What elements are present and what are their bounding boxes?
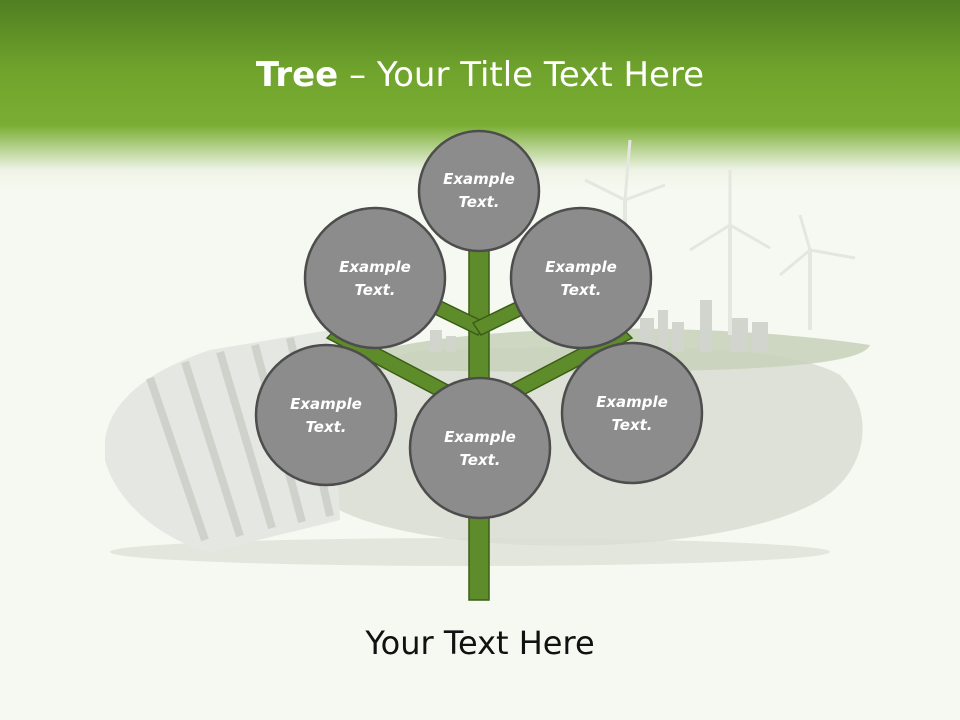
node-upper-left-label: Example Text. — [315, 256, 435, 302]
node-label-line2: Text. — [458, 193, 500, 211]
node-top-label: Example Text. — [419, 168, 539, 214]
node-label-line2: Text. — [560, 281, 602, 299]
node-upper-right-label: Example Text. — [521, 256, 641, 302]
node-label-line1: Example — [443, 170, 515, 188]
node-label-line1: Example — [596, 393, 668, 411]
node-label-line2: Text. — [611, 416, 653, 434]
footer-text: Your Text Here — [365, 624, 595, 662]
node-label-line1: Example — [444, 428, 516, 446]
node-label-line2: Text. — [354, 281, 396, 299]
node-upper-right — [509, 206, 653, 350]
node-upper-left — [303, 206, 447, 350]
node-lower-right — [560, 341, 704, 485]
node-lower-left-label: Example Text. — [266, 393, 386, 439]
node-lower-left — [254, 343, 398, 487]
node-lower-right-label: Example Text. — [572, 391, 692, 437]
node-label-line2: Text. — [459, 451, 501, 469]
node-center-label: Example Text. — [420, 426, 540, 472]
slide-title: Tree – Your Title Text Here — [0, 52, 960, 98]
node-label-line1: Example — [339, 258, 411, 276]
node-top — [417, 129, 541, 253]
node-label-line1: Example — [545, 258, 617, 276]
title-rest: – Your Title Text Here — [338, 55, 705, 95]
node-label-line2: Text. — [305, 418, 347, 436]
node-center — [408, 376, 552, 520]
city-skyline — [430, 300, 768, 352]
node-label-line1: Example — [290, 395, 362, 413]
title-bold: Tree — [255, 55, 339, 95]
